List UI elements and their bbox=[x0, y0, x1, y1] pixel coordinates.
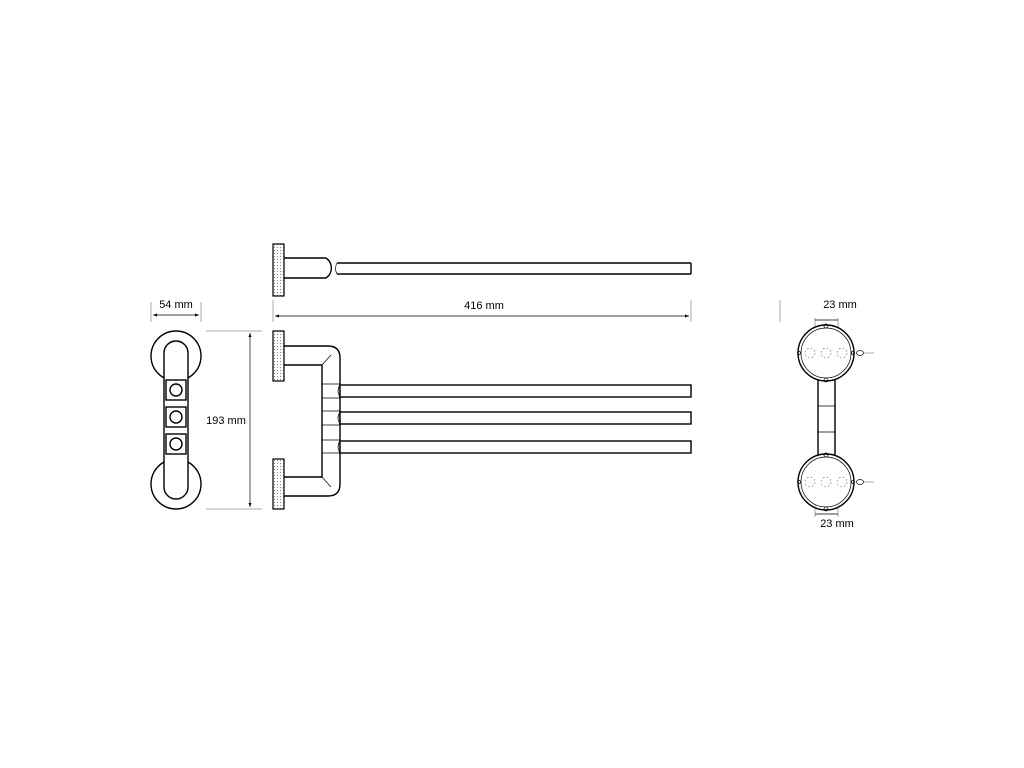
mounting-view: 23 mm 23 mm bbox=[779, 299, 874, 530]
wall-plate-upper bbox=[272, 330, 285, 382]
arm-knuckle bbox=[165, 406, 187, 428]
wall-plate-lower bbox=[272, 458, 285, 510]
arm-end bbox=[169, 410, 183, 424]
arm-knuckle bbox=[165, 433, 187, 455]
towel-arm bbox=[337, 440, 692, 454]
front-view bbox=[272, 330, 692, 510]
arm-end bbox=[169, 437, 183, 451]
towel-arm bbox=[337, 384, 692, 398]
length-dimension: 416 mm bbox=[272, 300, 692, 322]
mounting-rosette-top bbox=[797, 324, 855, 382]
pivot-column bbox=[163, 340, 189, 500]
height-dimension-label: 193 mm bbox=[206, 415, 246, 427]
towel-arm bbox=[337, 411, 692, 425]
hole-dimension-bottom-label: 23 mm bbox=[820, 518, 854, 530]
hole-dimension-top-label: 23 mm bbox=[823, 299, 857, 311]
end-view: 54 mm bbox=[150, 299, 202, 510]
wall-plate-top bbox=[272, 243, 285, 297]
length-dimension-label: 416 mm bbox=[464, 300, 504, 312]
arm-end bbox=[169, 383, 183, 397]
mounting-rosette-bottom bbox=[797, 453, 855, 511]
depth-dimension-label: 54 mm bbox=[159, 299, 193, 311]
arm-knuckle bbox=[165, 379, 187, 401]
height-dimension: 193 mm bbox=[206, 330, 262, 510]
top-view bbox=[272, 243, 692, 297]
